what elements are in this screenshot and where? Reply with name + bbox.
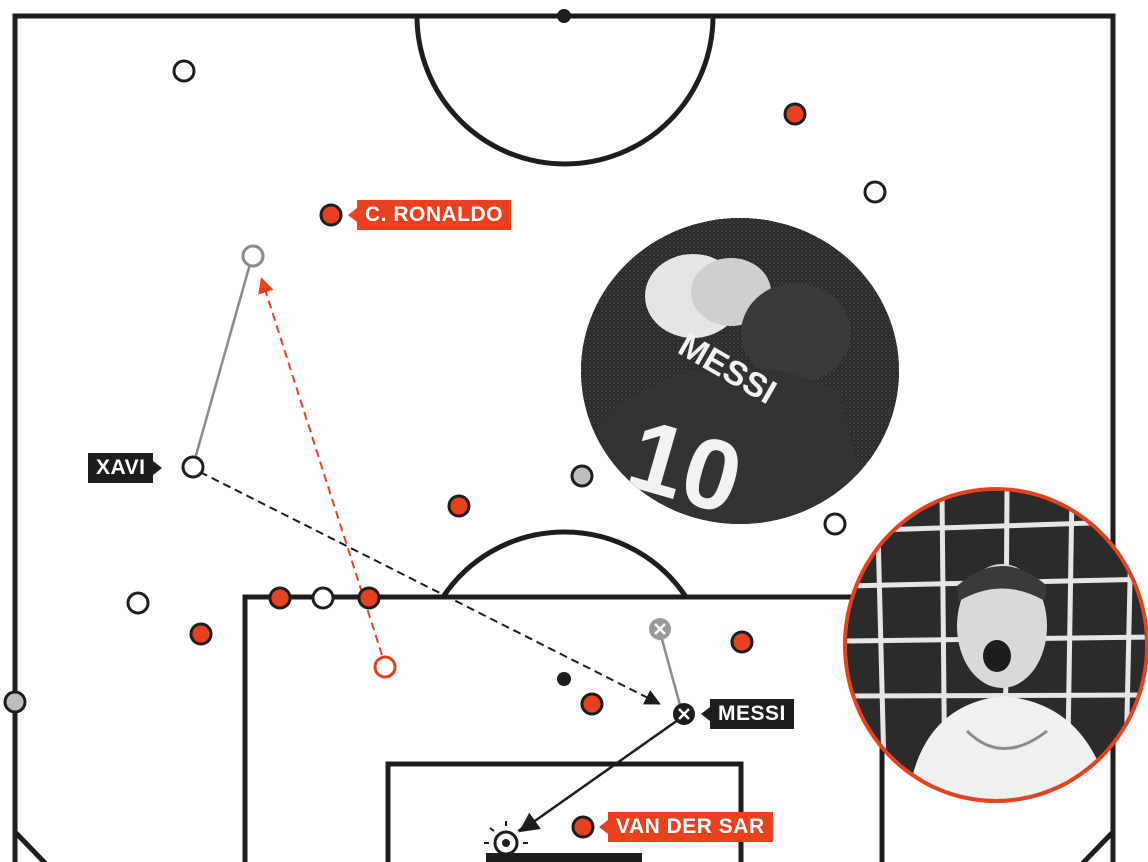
- player-white: [825, 514, 845, 534]
- player-white-ghost-red: [375, 657, 395, 677]
- center-spot: [557, 9, 571, 23]
- player-red: [573, 817, 593, 837]
- player-white: [313, 588, 333, 608]
- player-white: [183, 457, 203, 477]
- messi-run-line: [660, 632, 680, 705]
- goal-mouth: [486, 853, 642, 862]
- penalty-area: [245, 597, 882, 862]
- player-red: [321, 205, 341, 225]
- photo-messi-illustration: MESSI 10: [581, 218, 899, 524]
- player-red: [191, 624, 211, 644]
- label-pointer: [153, 461, 162, 475]
- photo-keeper-illustration: [847, 491, 1148, 803]
- label-pointer: [599, 820, 608, 834]
- messi-ghost-icon: [649, 618, 671, 640]
- player-grey: [572, 466, 592, 486]
- corner-arc-left: [15, 832, 48, 862]
- label-xavi: XAVI: [88, 453, 162, 483]
- player-red: [270, 588, 290, 608]
- xavi-pass-line: [200, 472, 658, 703]
- penalty-arc: [443, 532, 686, 597]
- player-red: [359, 588, 379, 608]
- label-pointer: [348, 208, 357, 222]
- label-ronaldo-text: C. RONALDO: [357, 200, 511, 230]
- player-white: [174, 61, 194, 81]
- player-red: [732, 632, 752, 652]
- player-white: [128, 593, 148, 613]
- photo-messi-header: MESSI 10: [581, 218, 899, 524]
- player-white: [865, 182, 885, 202]
- player-red: [582, 694, 602, 714]
- photo-van-der-sar: [843, 487, 1148, 803]
- player-grey: [5, 692, 25, 712]
- penalty-spot: [557, 672, 571, 686]
- corner-arc-right: [1080, 832, 1113, 862]
- label-messi: MESSI: [701, 699, 794, 729]
- label-messi-text: MESSI: [710, 699, 794, 729]
- ball-icon: [484, 821, 528, 854]
- label-ronaldo: C. RONALDO: [348, 200, 511, 230]
- label-xavi-text: XAVI: [88, 453, 153, 483]
- label-pointer: [701, 707, 710, 721]
- player-white-ghost: [243, 246, 263, 266]
- label-van-der-sar: VAN DER SAR: [599, 812, 773, 842]
- xavi-run-line: [193, 264, 250, 466]
- player-red: [785, 104, 805, 124]
- messi-marker-icon: [673, 703, 695, 725]
- label-van-der-sar-text: VAN DER SAR: [608, 812, 773, 842]
- player-red: [449, 496, 469, 516]
- center-circle-arc: [417, 16, 713, 164]
